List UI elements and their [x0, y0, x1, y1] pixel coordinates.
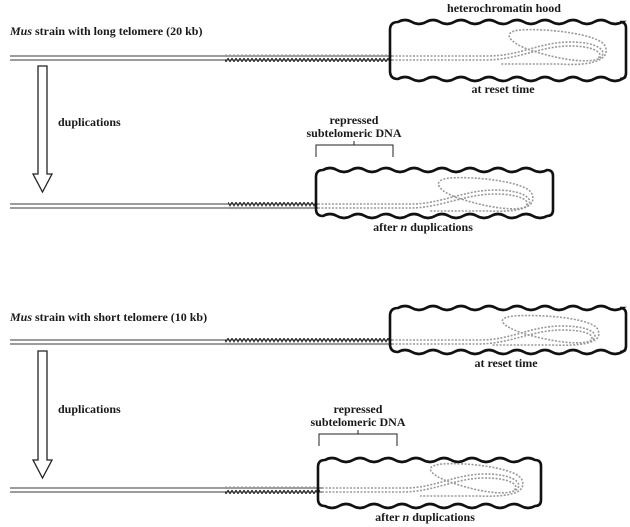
panel-short-telomere: Mus strain with short telomere (10 kb) a… — [9, 304, 628, 524]
telomere-repeats-4 — [225, 486, 320, 494]
panel-1-repressed-line2: subtelomeric DNA — [307, 126, 402, 140]
chromosome-2-after — [10, 456, 543, 510]
telomere-repeats-3 — [225, 338, 390, 346]
panel-2-reset-label: at reset time — [474, 356, 538, 370]
repressed-bracket-2 — [318, 430, 398, 446]
subtelomeric-loop-1 — [392, 28, 607, 66]
panel-1-arrow-label: duplications — [58, 115, 121, 129]
chromosome-1-after — [10, 166, 555, 220]
panel-2-after-label: after n duplications — [375, 510, 475, 524]
duplications-arrow-2 — [31, 350, 54, 480]
telomere-repeats-2 — [228, 202, 316, 210]
panel-long-telomere: Mus strain with long telomere (20 kb) he… — [9, 1, 628, 234]
panel-1-after-label: after n duplications — [373, 220, 473, 234]
heterochromatin-hood-1 — [388, 18, 628, 83]
panel-2-repressed-line2: subtelomeric DNA — [311, 415, 406, 429]
heterochromatin-hood-4 — [316, 456, 543, 510]
subtelomeric-loop-2 — [318, 176, 534, 213]
panel-1-repressed-line1: repressed — [330, 113, 379, 127]
subtelomeric-loop-3 — [392, 314, 600, 347]
heterochromatin-hood-2 — [314, 166, 555, 220]
panel-2-repressed-line1: repressed — [334, 402, 383, 416]
heterochromatin-hood-3 — [388, 304, 628, 356]
subtelomeric-loop-4 — [322, 462, 524, 498]
chromosome-1-reset — [10, 18, 628, 83]
panel-1-reset-label: at reset time — [471, 82, 535, 96]
telomere-repeats-1 — [225, 54, 390, 62]
panel-1-title: Mus strain with long telomere (20 kb) — [9, 24, 202, 38]
chromosome-2-reset — [10, 304, 628, 356]
repressed-bracket-1 — [315, 141, 394, 157]
heterochromatin-hood-label: heterochromatin hood — [447, 1, 561, 15]
panel-2-arrow-label: duplications — [58, 402, 121, 416]
panel-2-title: Mus strain with short telomere (10 kb) — [9, 310, 207, 324]
duplications-arrow-1 — [31, 65, 54, 194]
